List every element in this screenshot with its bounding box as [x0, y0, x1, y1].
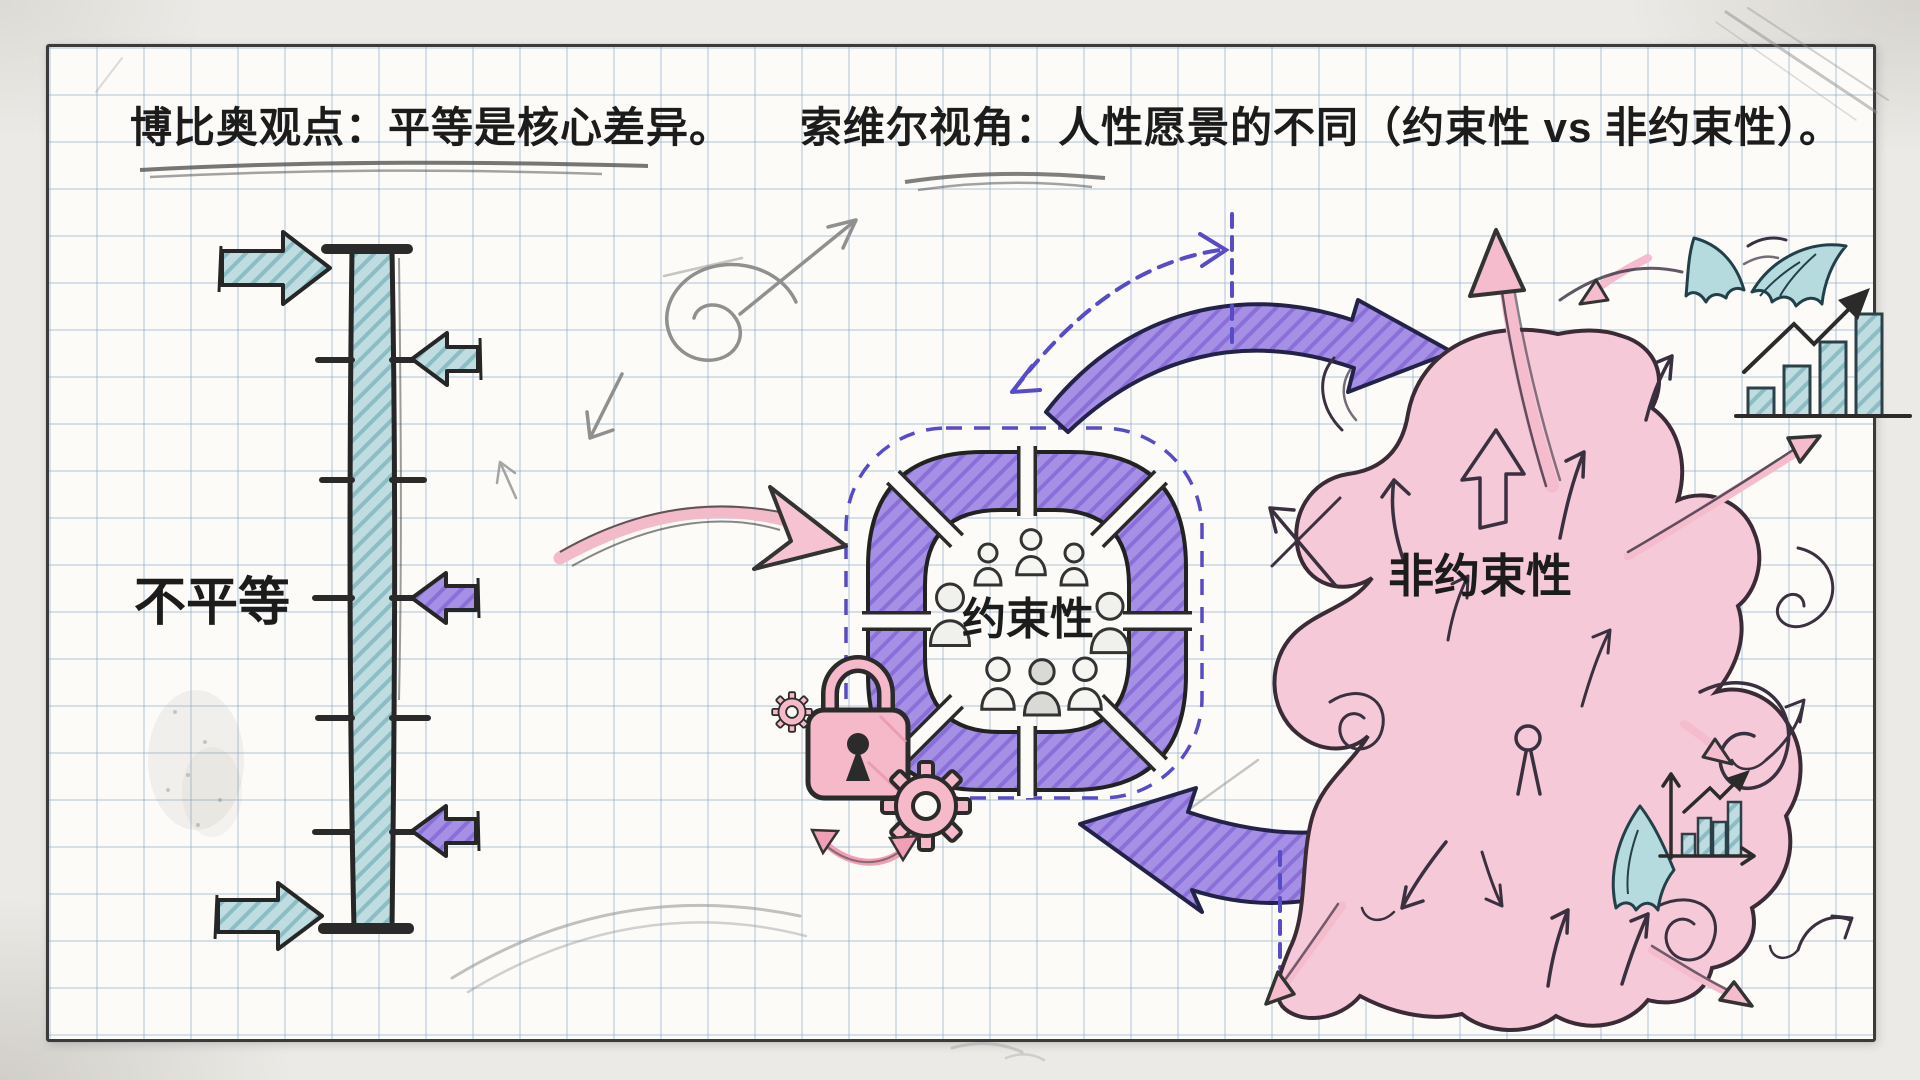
growth-chart-axes-icon — [1658, 770, 1756, 866]
teal-arrow-left — [410, 331, 480, 387]
scale-base — [318, 923, 414, 934]
teal-arrow-right-top — [220, 230, 332, 306]
pink-transition-arrow — [553, 485, 848, 571]
bobbio-underline — [139, 160, 649, 172]
pencil-doodles — [95, 7, 1889, 1062]
dashed-boundary — [844, 426, 1204, 800]
unconstrained-label: 非约束性 — [1388, 550, 1572, 602]
inequality-scale: 不平等 — [134, 230, 483, 951]
constrained-label: 约束性 — [962, 595, 1094, 644]
headers: 博比奥观点：平等是核心差异。 索维尔视角：人性愿景的不同（约束性 vs 非约束性… — [130, 104, 1842, 192]
swap-arrow — [809, 828, 921, 866]
gear-icon-small — [771, 691, 813, 733]
unconstrained-vision: 非约束性 — [1264, 228, 1912, 1033]
pencil-arrow-down-left — [585, 372, 624, 440]
constrained-vision: 约束性 — [771, 426, 1204, 866]
pencil-spiral — [665, 262, 798, 362]
pencil-arrow-up-right — [738, 218, 858, 316]
corner-tape-mark — [1724, 10, 1878, 114]
purple-arrow-left-low — [410, 804, 478, 858]
arrow-up — [1468, 228, 1526, 298]
purple-arrow-left-mid — [410, 571, 478, 625]
sowell-title: 索维尔视角：人性愿景的不同（约束性 vs 非约束性）。 — [800, 104, 1842, 151]
growth-chart-icon — [1734, 288, 1912, 418]
bobbio-title: 博比奥观点：平等是核心差异。 — [130, 104, 732, 151]
pencil-arrow-small — [495, 460, 518, 500]
blob-outer-doodles — [1321, 236, 1854, 959]
sowell-underline — [904, 171, 1106, 184]
wheel-spokes — [860, 444, 1194, 798]
blob-inner-doodles — [1328, 354, 1791, 988]
scale-top-cap — [321, 244, 413, 254]
wing-icon-bottom — [1611, 804, 1676, 912]
eraser-smudge — [148, 690, 244, 830]
scale-bar — [352, 250, 392, 928]
wings-icon — [1611, 236, 1848, 912]
padlock-icon — [805, 655, 911, 801]
blob-radiating-arrows — [1264, 228, 1822, 1008]
inequality-label: 不平等 — [134, 574, 290, 632]
person-icon — [1514, 724, 1542, 752]
purple-arrow-to-unconstrained — [1044, 298, 1454, 434]
teal-arrow-right-bottom — [216, 881, 324, 951]
